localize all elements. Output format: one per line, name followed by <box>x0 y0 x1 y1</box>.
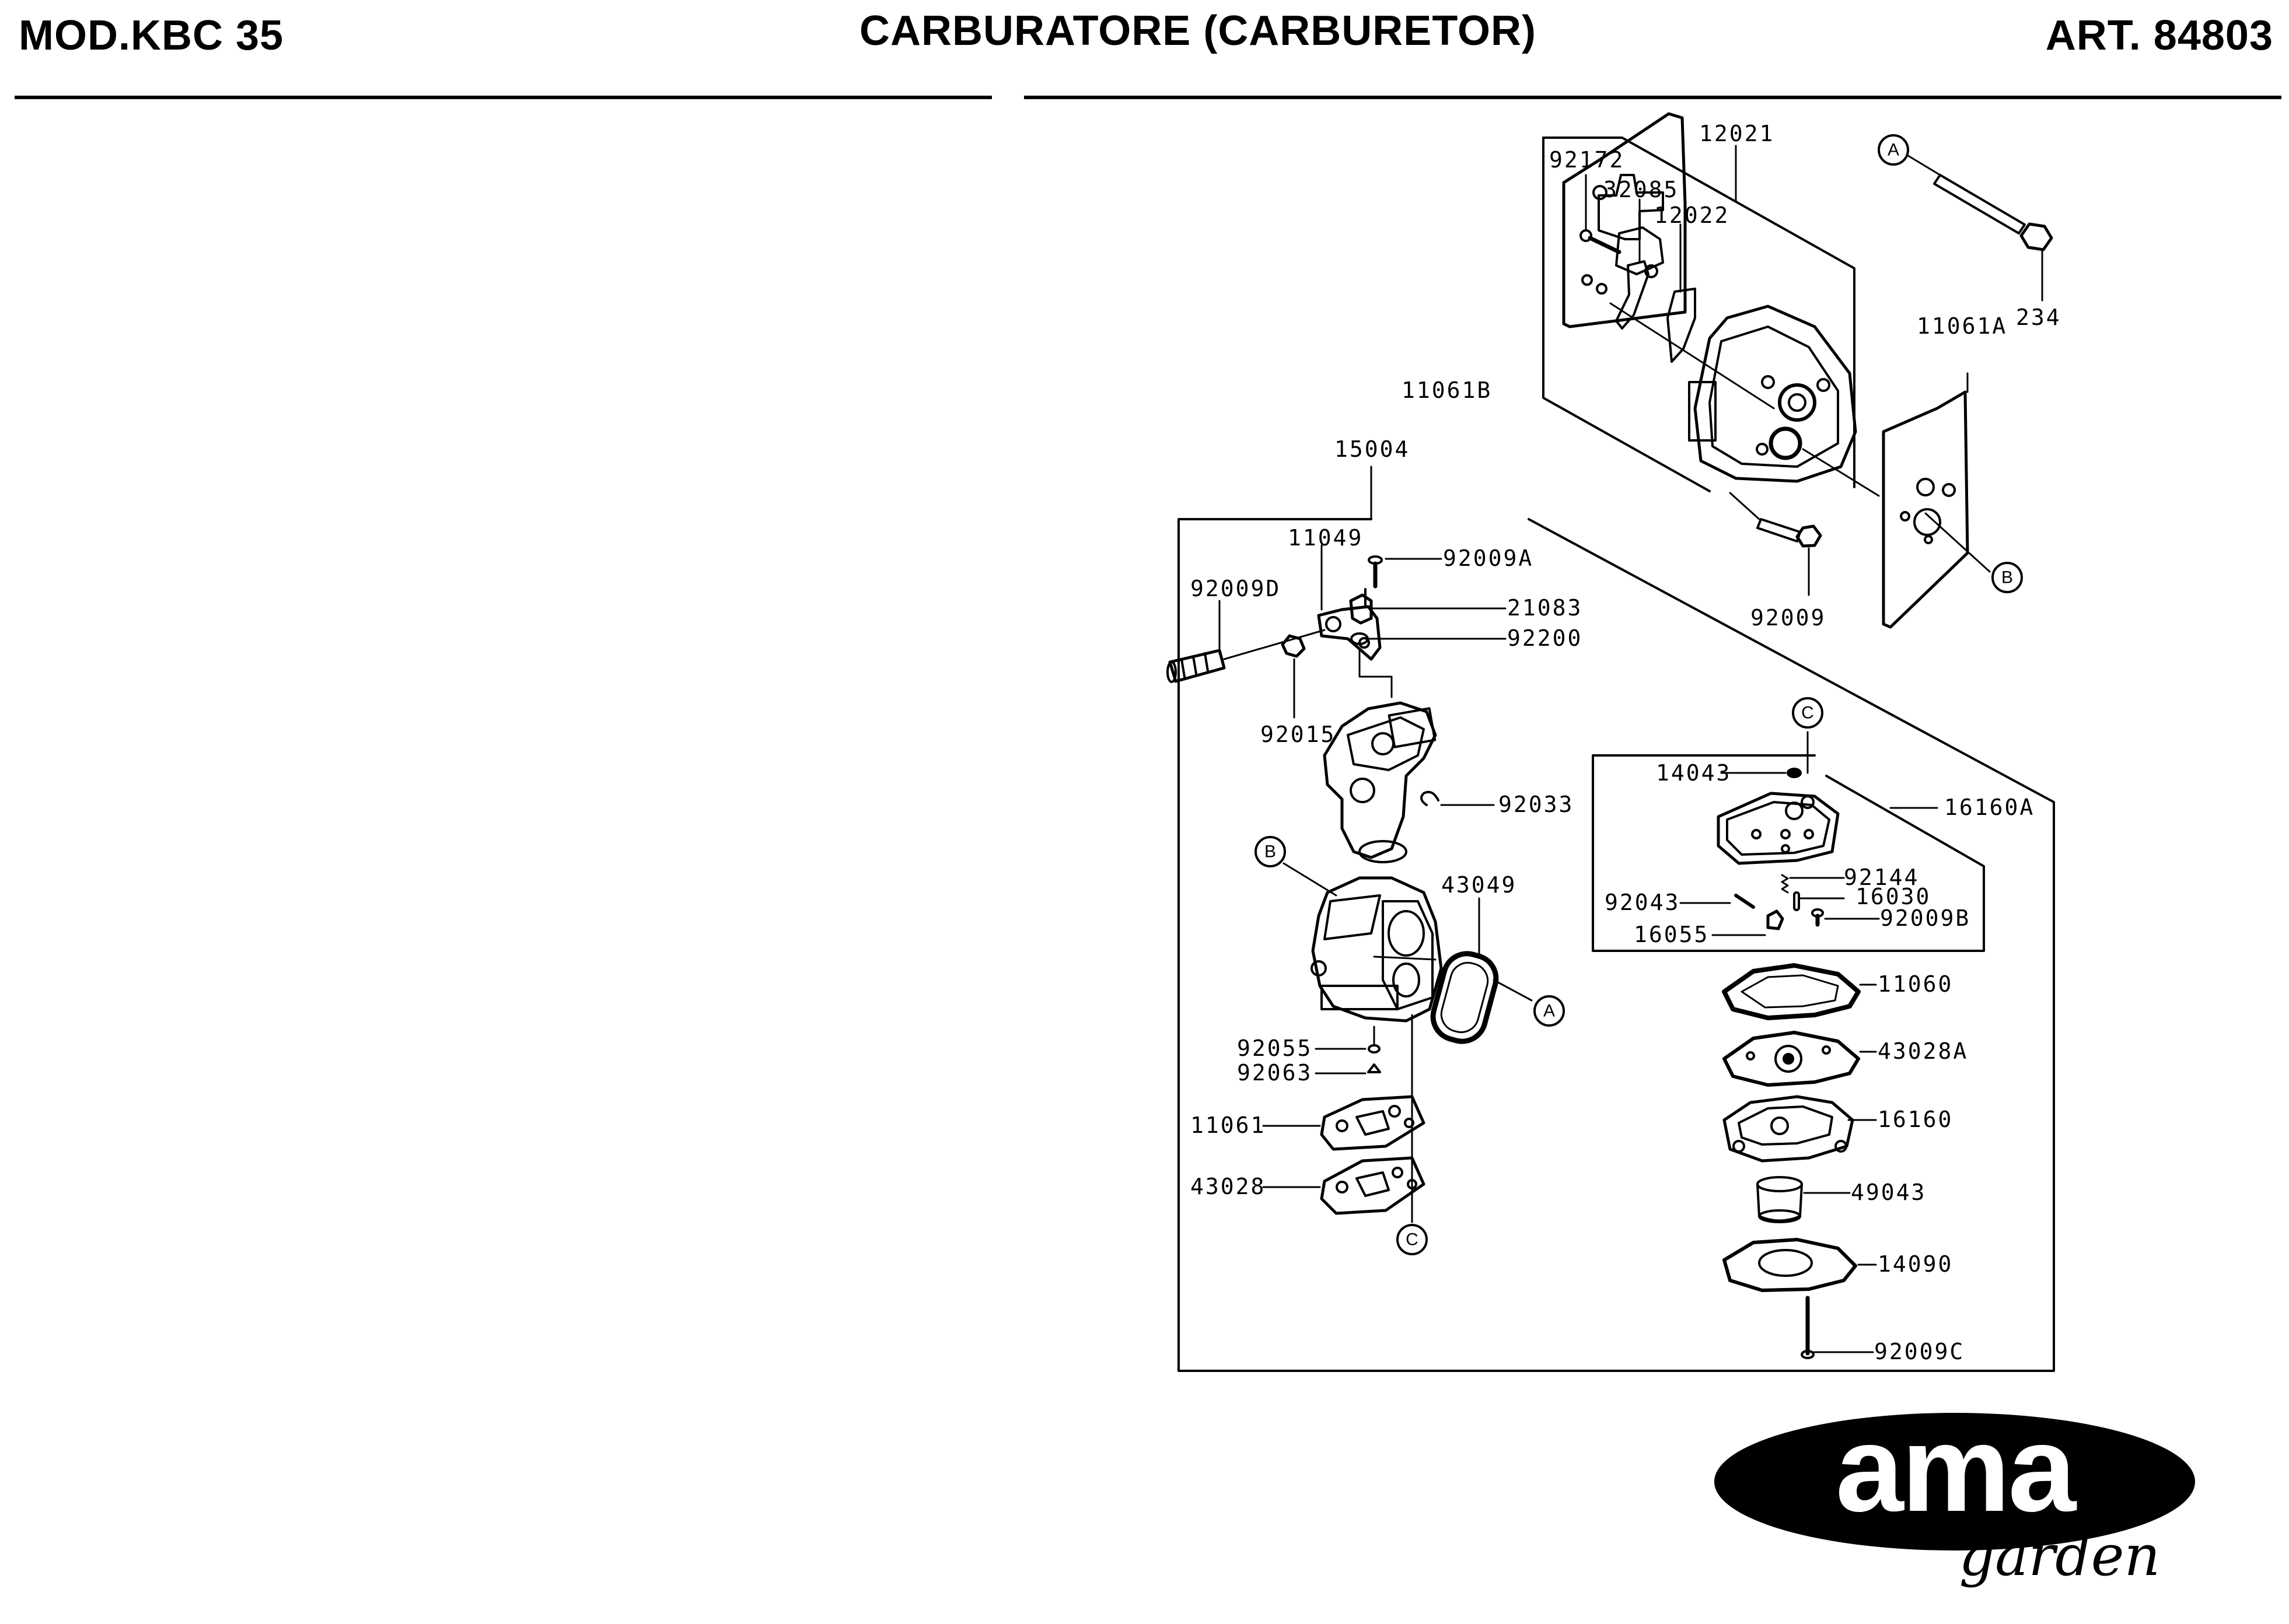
callout-b-right: B <box>2001 568 2013 587</box>
part-label-14090: 14090 <box>1878 1251 1953 1277</box>
group-frame-16160a <box>1592 754 1985 952</box>
part-label-11061b: 11061B <box>1402 377 1492 403</box>
part-label-92055: 92055 <box>1237 1035 1312 1061</box>
header-rule-right <box>1024 96 2281 99</box>
part-label-92009c: 92009C <box>1874 1339 1965 1364</box>
group-bracket-12021-top <box>1542 136 1855 488</box>
part-label-11061: 11061 <box>1190 1112 1266 1138</box>
holder-12021-shape <box>1688 304 1857 483</box>
part-label-43028: 43028 <box>1190 1174 1266 1199</box>
callout-a-left: A <box>1543 1002 1555 1021</box>
screw-92009c-shape <box>1801 1296 1815 1359</box>
group-bracket-12021 <box>1542 136 1711 492</box>
diaphragm-43028a-shape <box>1722 1031 1860 1087</box>
part-label-92063: 92063 <box>1237 1060 1312 1086</box>
part-label-14043: 14043 <box>1656 760 1731 786</box>
part-label-12021: 12021 <box>1699 121 1774 146</box>
part-label-32085: 32085 <box>1603 177 1679 202</box>
header-rule-left <box>15 96 992 99</box>
screw-92009d-shape <box>1166 649 1226 683</box>
part-label-92015: 92015 <box>1260 722 1336 747</box>
screw-92172-shape <box>1579 229 1621 254</box>
part-label-15004: 15004 <box>1334 436 1410 462</box>
knob-21083-shape <box>1349 593 1373 625</box>
guide-32085-shape <box>1615 260 1650 330</box>
part-label-92144: 92144 <box>1844 864 1919 890</box>
part-label-16055: 16055 <box>1634 922 1709 947</box>
callout-b-left: B <box>1264 842 1276 862</box>
bolt-234-shape <box>1933 174 2053 251</box>
logo-subtitle: garden <box>1959 1523 2161 1588</box>
ball-14043-shape <box>1787 768 1802 778</box>
callout-c-bottom: C <box>1406 1230 1418 1250</box>
bolt-92009-shape <box>1756 518 1822 548</box>
part-label-49043: 49043 <box>1851 1180 1926 1205</box>
callout-a-top: A <box>1888 141 1899 160</box>
guide-12022-shape <box>1666 288 1696 363</box>
gasket-43049-shape <box>1430 951 1499 1044</box>
part-label-16030: 16030 <box>1855 884 1931 909</box>
nut-92015-shape <box>1281 634 1306 658</box>
clip-92033-shape <box>1420 790 1439 806</box>
pump-body-16160-shape <box>1722 1095 1854 1163</box>
part-label-92009: 92009 <box>1750 605 1826 631</box>
part-label-11061a: 11061A <box>1917 313 2007 339</box>
part-label-11049: 11049 <box>1288 525 1363 551</box>
part-label-16160: 16160 <box>1878 1107 1953 1132</box>
cup-49043-shape <box>1756 1176 1803 1223</box>
part-label-92043: 92043 <box>1605 890 1680 915</box>
part-label-92172: 92172 <box>1549 147 1624 173</box>
screw-92009a-shape <box>1368 555 1383 589</box>
group-frame-15004 <box>1177 518 2055 1372</box>
gasket-11061a-shape <box>1882 390 1969 629</box>
gasket-11060-shape <box>1722 963 1861 1020</box>
part-label-92200: 92200 <box>1507 625 1582 651</box>
part-label-16160a: 16160A <box>1944 794 2035 820</box>
pin-92043-shape <box>1734 894 1755 909</box>
logo-wordmark: ama <box>1836 1403 2078 1537</box>
diagram-title: CARBURATORE (CARBURETOR) <box>859 8 1536 54</box>
part-label-92009a: 92009A <box>1443 545 1533 571</box>
article-number: ART. 84803 <box>2045 12 2273 59</box>
callout-circle-a-left <box>1533 995 1565 1027</box>
part-label-43049: 43049 <box>1441 872 1516 898</box>
throttle-body-shape <box>1323 701 1437 863</box>
lever-16055-shape <box>1766 909 1784 930</box>
part-label-21083: 21083 <box>1507 595 1582 621</box>
part-label-92033: 92033 <box>1498 792 1574 817</box>
callout-c-pump: C <box>1801 704 1814 723</box>
model-label: MOD.KBC 35 <box>19 12 284 59</box>
cover-14090-shape <box>1722 1238 1857 1292</box>
part-label-92009d: 92009D <box>1190 576 1281 601</box>
screw-92009b-shape <box>1811 908 1824 927</box>
needle-16030-shape <box>1793 891 1800 911</box>
callout-circle-c-pump <box>1792 697 1823 729</box>
part-label-92009b: 92009B <box>1880 905 1970 931</box>
callout-circle-a-top <box>1878 134 1909 166</box>
gasket-11061-shape <box>1320 1095 1425 1151</box>
callout-circle-b-left <box>1254 836 1286 867</box>
part-label-234: 234 <box>2016 304 2061 330</box>
ama-garden-logo: ama garden <box>1714 1403 2195 1588</box>
part-label-11060: 11060 <box>1878 971 1953 997</box>
spring-92144-shape <box>1781 874 1789 894</box>
part-label-12022: 12022 <box>1654 202 1729 228</box>
part-label-43028a: 43028A <box>1878 1038 1968 1064</box>
gasket-11061b-shape <box>1562 112 1687 328</box>
diaphragm-43028-shape <box>1320 1156 1425 1215</box>
valve-92063-shape <box>1367 1063 1381 1073</box>
callout-circle-b-right <box>1991 562 2023 593</box>
carburetor-body-shape <box>1311 876 1443 1023</box>
pump-cover-shape <box>1717 792 1840 865</box>
callout-circle-c-bottom <box>1396 1224 1428 1255</box>
washer-92055-shape <box>1368 1044 1381 1054</box>
